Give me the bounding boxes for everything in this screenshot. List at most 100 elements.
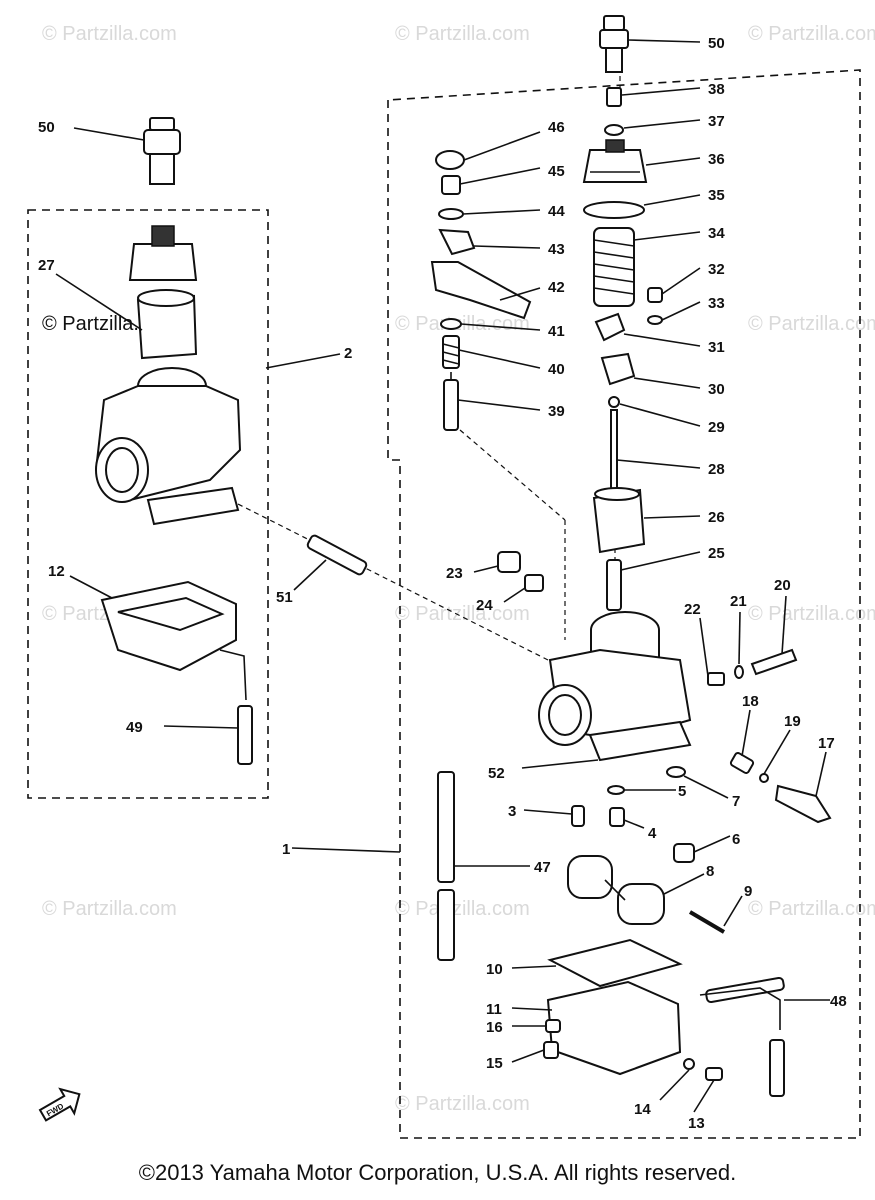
leader-lines [55, 39, 830, 1113]
part-33-washer [647, 315, 663, 325]
part-50-top-adjuster [599, 15, 629, 73]
callout-39: 39 [548, 403, 565, 420]
part-41-oring [440, 318, 462, 330]
callout-29: 29 [708, 419, 725, 436]
callout-43: 43 [548, 241, 565, 258]
callout-41: 41 [548, 323, 565, 340]
part-44-washer [438, 208, 464, 220]
callout-52: 52 [488, 765, 505, 782]
part-3-jet [571, 805, 585, 827]
callout-40: 40 [548, 361, 565, 378]
part-42-lever-arm [430, 261, 532, 320]
callout-46: 46 [548, 119, 565, 136]
callout-3: 3 [508, 803, 516, 820]
watermark: © Partzilla.com [748, 23, 875, 45]
callout-49: 49 [126, 719, 143, 736]
part-32-screw [647, 287, 663, 303]
part-10-gasket [547, 938, 683, 988]
part-20-screw [750, 648, 798, 676]
part-27-throttle-valve [136, 289, 198, 360]
part-45-nut [441, 175, 461, 195]
copyright-notice: ©2013 Yamaha Motor Corporation, U.S.A. A… [138, 1160, 737, 1185]
watermark: © Partzilla.com [395, 1093, 530, 1115]
part-38-nut [606, 87, 622, 107]
part-29-clip [608, 396, 620, 408]
callout-1: 1 [282, 841, 290, 858]
part-13-screw [705, 1067, 723, 1081]
part-8-float [567, 855, 665, 925]
callout-37: 37 [708, 113, 725, 130]
callout-20: 20 [774, 577, 791, 594]
callout-15: 15 [486, 1055, 503, 1072]
callout-33: 33 [708, 295, 725, 312]
part-35-gasket [583, 201, 645, 219]
callout-26: 26 [708, 509, 725, 526]
left-assembly-box [27, 209, 269, 799]
part-47-hose [437, 771, 455, 961]
part-49-hose [219, 649, 253, 765]
part-48-hose [699, 987, 785, 1097]
part-46-cap [435, 150, 465, 170]
part-16-screw [545, 1019, 561, 1033]
callout-50-left: 50 [38, 119, 55, 136]
watermark: © Partzilla.com [395, 898, 530, 920]
callout-24: 24 [476, 597, 493, 614]
part-24-nut [524, 574, 544, 592]
callout-21: 21 [730, 593, 747, 610]
fwd-arrow-icon: FWD [38, 1087, 81, 1122]
part-17-screw [774, 784, 832, 824]
part-22-spring [707, 672, 725, 686]
callout-10: 10 [486, 961, 503, 978]
watermark: © Partzilla.com [748, 603, 875, 625]
callout-51: 51 [276, 589, 293, 606]
part-19-oring [759, 773, 769, 783]
callout-12: 12 [48, 563, 65, 580]
part-5-washer [607, 785, 625, 795]
callout-31: 31 [708, 339, 725, 356]
callout-28: 28 [708, 461, 725, 478]
part-18-spring [729, 752, 755, 774]
watermark: © Partzilla.com [42, 898, 177, 920]
callout-32: 32 [708, 261, 725, 278]
callout-35: 35 [708, 187, 725, 204]
part-4-main-jet [609, 807, 625, 827]
part-12-float-bowl [100, 580, 237, 672]
callout-44: 44 [548, 203, 565, 220]
callout-17: 17 [818, 735, 835, 752]
watermark: © Partzilla.com [748, 898, 875, 920]
part-43-lever [438, 228, 476, 256]
part-21-oring [734, 665, 744, 679]
callout-22: 22 [684, 601, 701, 618]
callout-50: 50 [708, 35, 725, 52]
part-31-clip [594, 312, 626, 342]
callout-13: 13 [688, 1115, 705, 1132]
callout-30: 30 [708, 381, 725, 398]
callout-9: 9 [744, 883, 752, 900]
callout-14: 14 [634, 1101, 651, 1118]
callout-25: 25 [708, 545, 725, 562]
part-carburetor-body-right [538, 611, 692, 762]
callout-18: 18 [742, 693, 759, 710]
part-50-left-adjuster [143, 117, 181, 185]
part-40-spring [442, 335, 460, 369]
part-23-plug [497, 551, 521, 573]
callout-23: 23 [446, 565, 463, 582]
callout-5: 5 [678, 783, 686, 800]
part-25-needle-jet [606, 559, 622, 611]
callout-42: 42 [548, 279, 565, 296]
part-37-washer [604, 124, 624, 136]
watermark: © Partzilla.com [748, 313, 875, 335]
part-11-float-bowl [546, 976, 785, 1076]
right-assembly-box [387, 69, 861, 1139]
part-51-tube [306, 534, 368, 576]
part-7-washer [666, 766, 686, 778]
callout-6: 6 [732, 831, 740, 848]
callout-34: 34 [708, 225, 725, 242]
callout-11: 11 [486, 1001, 502, 1018]
part-26-throttle-valve [592, 487, 646, 554]
part-2-carburetor-body-left [94, 367, 242, 526]
part-39-plunger [443, 372, 459, 431]
part-15-screw [543, 1041, 559, 1059]
part-9-pin [688, 910, 726, 934]
